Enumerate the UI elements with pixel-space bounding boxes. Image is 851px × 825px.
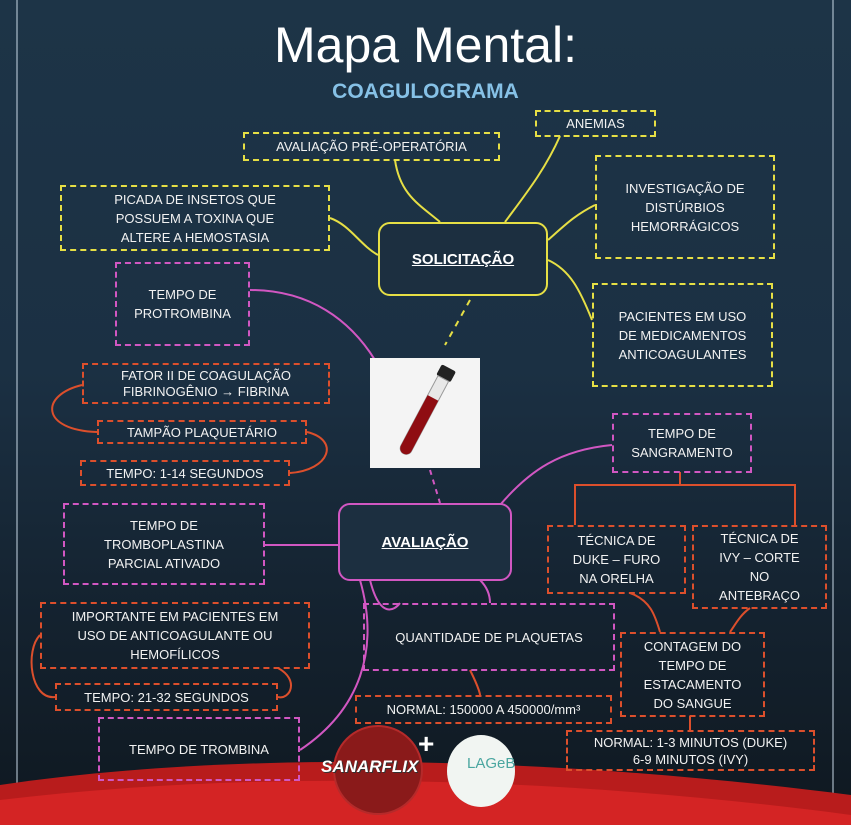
- detail-importante-anticoagulante: IMPORTANTE EM PACIENTES EM USO DE ANTICO…: [40, 602, 310, 669]
- node-tempo-trombina: TEMPO DE TROMBINA: [98, 717, 300, 781]
- plus-sign: +: [418, 728, 435, 759]
- detail-normal-plaquetas: NORMAL: 150000 A 450000/mm³: [355, 695, 612, 724]
- node-anticoagulantes: PACIENTES EM USO DE MEDICAMENTOS ANTICOA…: [592, 283, 773, 387]
- page-title: Mapa Mental:: [274, 17, 577, 73]
- frame-border: [16, 0, 834, 812]
- node-anemias: ANEMIAS: [535, 110, 656, 137]
- node-tempo-sangramento: TEMPO DE SANGRAMENTO: [612, 413, 752, 473]
- node-quantidade-plaquetas: QUANTIDADE DE PLAQUETAS: [363, 603, 615, 671]
- node-tempo-protrombina: TEMPO DE PROTROMBINA: [115, 262, 250, 346]
- page-subtitle: COAGULOGRAMA: [332, 80, 519, 103]
- lageb-logo: LAGeB: [447, 735, 515, 807]
- detail-tempo-1-14: TEMPO: 1-14 SEGUNDOS: [80, 460, 290, 486]
- hub-avaliacao: AVALIAÇÃO: [338, 503, 512, 581]
- hub-solicitacao: SOLICITAÇÃO: [378, 222, 548, 296]
- detail-fator-ii: FATOR II DE COAGULAÇÃO FIBRINOGÊNIO → FI…: [82, 363, 330, 404]
- node-avaliacao-pre-operatoria: AVALIAÇÃO PRÉ-OPERATÓRIA: [243, 132, 500, 161]
- node-picada-insetos: PICADA DE INSETOS QUE POSSUEM A TOXINA Q…: [60, 185, 330, 251]
- test-tube-image: [370, 358, 480, 468]
- detail-tecnica-duke: TÉCNICA DE DUKE – FURO NA ORELHA: [547, 525, 686, 594]
- detail-tecnica-ivy: TÉCNICA DE IVY – CORTE NO ANTEBRAÇO: [692, 525, 827, 609]
- red-wave-footer: [0, 761, 851, 825]
- detail-tampao-plaquetario: TAMPÃO PLAQUETÁRIO: [97, 420, 307, 444]
- detail-contagem-tempo: CONTAGEM DO TEMPO DE ESTACAMENTO DO SANG…: [620, 632, 765, 717]
- detail-normal-sangramento: NORMAL: 1-3 MINUTOS (DUKE) 6-9 MINUTOS (…: [566, 730, 815, 771]
- node-tempo-tromboplastina: TEMPO DE TROMBOPLASTINA PARCIAL ATIVADO: [63, 503, 265, 585]
- detail-tempo-21-32: TEMPO: 21-32 SEGUNDOS: [55, 683, 278, 711]
- sanarflix-logo: SANARFLIX: [321, 725, 423, 815]
- node-disturbios-hemorragicos: INVESTIGAÇÃO DE DISTÚRBIOS HEMORRÁGICOS: [595, 155, 775, 259]
